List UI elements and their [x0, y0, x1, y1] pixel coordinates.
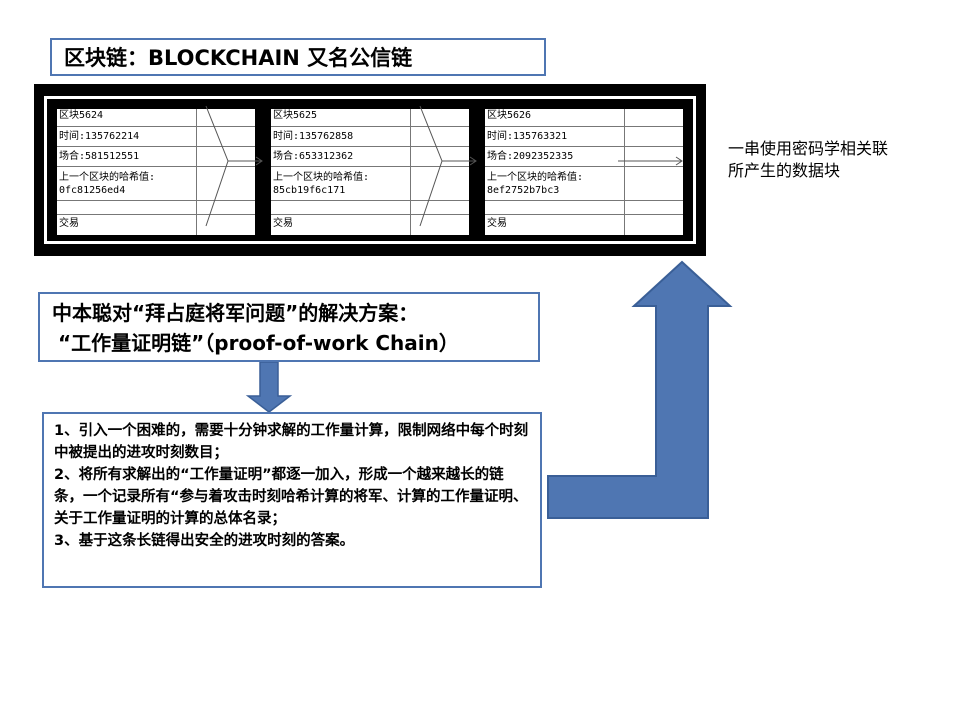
bent-up-arrow-icon — [547, 260, 733, 519]
block-name: 区块5625 — [273, 110, 318, 121]
steps-box: 1、引入一个困难的，需要十分钟求解的工作量计算，限制网络中每个时刻中被提出的进攻… — [42, 412, 542, 588]
blockchain-diagram: 区块5624 时间:135762214 场合:581512551 上一个区块的哈… — [34, 84, 706, 256]
step-1: 1、引入一个困难的，需要十分钟求解的工作量计算，限制网络中每个时刻中被提出的进攻… — [54, 423, 529, 461]
chain-link-arrowhead — [469, 156, 477, 166]
solution-line: 中本聪对“拜占庭将军问题”的解决方案： — [52, 301, 419, 325]
solution-box: 中本聪对“拜占庭将军问题”的解决方案： “工作量证明链”（proof-of-wo… — [38, 292, 540, 362]
chain-link-arrowhead — [255, 156, 263, 166]
block-transactions: 交易 — [59, 218, 79, 229]
block-field: 场合:581512551 — [59, 151, 140, 162]
step-2: 2、将所有求解出的“工作量证明”都逐一加入，形成一个越来越长的链条，一个记录所有… — [54, 467, 528, 527]
chain-link-arrowhead — [675, 156, 683, 166]
chain-link-chevron — [205, 105, 229, 227]
block-prev-label: 上一个区块的哈希值: — [59, 172, 156, 183]
block-prev-hash: 85cb19f6c171 — [273, 185, 346, 196]
block-transactions: 交易 — [273, 218, 293, 229]
solution-line: “工作量证明链”（proof-of-work Chain） — [58, 331, 459, 355]
block-prev-hash: 8ef2752b7bc3 — [487, 185, 560, 196]
side-description: 一串使用密码学相关联 所产生的数据块 — [728, 138, 928, 182]
block-name: 区块5624 — [59, 110, 104, 121]
side-description-line: 一串使用密码学相关联 — [728, 139, 889, 158]
block-prev-label: 上一个区块的哈希值: — [273, 172, 370, 183]
block-prev-label: 上一个区块的哈希值: — [487, 172, 584, 183]
block-time: 时间:135763321 — [487, 131, 568, 142]
block-5625: 区块5625 时间:135762858 场合:653312362 上一个区块的哈… — [271, 109, 469, 235]
page-title: 区块链：BLOCKCHAIN 又名公信链 — [50, 38, 546, 76]
block-time: 时间:135762858 — [273, 131, 354, 142]
side-description-line: 所产生的数据块 — [728, 161, 841, 180]
block-5626: 区块5626 时间:135763321 场合:2092352335 上一个区块的… — [485, 109, 683, 235]
block-name: 区块5626 — [487, 110, 532, 121]
block-prev-hash: 0fc81256ed4 — [59, 185, 126, 196]
block-time: 时间:135762214 — [59, 131, 140, 142]
blockchain-inner-frame: 区块5624 时间:135762214 场合:581512551 上一个区块的哈… — [44, 96, 696, 244]
block-transactions: 交易 — [487, 218, 507, 229]
chain-link-chevron — [419, 105, 443, 227]
step-3: 3、基于这条长链得出安全的进攻时刻的答案。 — [54, 533, 355, 549]
block-field: 场合:653312362 — [273, 151, 354, 162]
block-field: 场合:2092352335 — [487, 151, 574, 162]
down-arrow-icon — [245, 361, 293, 413]
block-5624: 区块5624 时间:135762214 场合:581512551 上一个区块的哈… — [57, 109, 255, 235]
